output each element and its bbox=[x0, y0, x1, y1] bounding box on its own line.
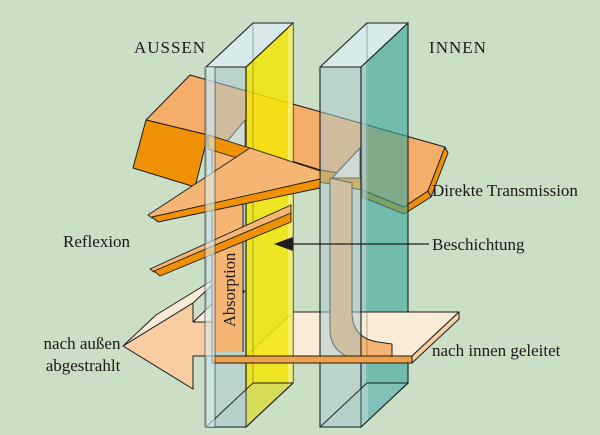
beam-end-face-tip bbox=[427, 146, 449, 198]
label-reflexion: Reflexion bbox=[63, 232, 131, 251]
inward-slab-front-edging bbox=[211, 355, 413, 364]
inner-pane-bottom-face bbox=[319, 382, 409, 428]
outer-pane-top-face bbox=[205, 22, 294, 68]
label-nach-aussen-line1: nach außen bbox=[44, 334, 121, 353]
label-direkte-transmission: Direkte Transmission bbox=[432, 181, 578, 200]
outer-pane-edge-strip-fill bbox=[205, 67, 215, 427]
glass-wireframe bbox=[252, 23, 368, 383]
label-absorption: Absorption bbox=[220, 253, 239, 327]
label-aussen: AUSSEN bbox=[134, 38, 206, 57]
reflection-wedge-upper-edge bbox=[151, 178, 321, 223]
inner-pane-top-face bbox=[319, 22, 409, 68]
reflection-wedge-upper-body bbox=[147, 147, 321, 219]
label-nach-aussen-line2: abgestrahlt bbox=[46, 356, 121, 375]
inner-pane-teal-face bbox=[360, 21, 409, 429]
reflection-wedge-lower-edge bbox=[153, 212, 292, 277]
coating-pointer bbox=[274, 237, 429, 251]
coating-pointer-arrowhead bbox=[274, 237, 293, 251]
label-innen: INNEN bbox=[429, 38, 487, 57]
outer-pane-edge-strip bbox=[204, 67, 216, 427]
reflection-wedges bbox=[147, 134, 321, 277]
label-beschichtung: Beschichtung bbox=[432, 235, 525, 254]
outer-pane-bottom-face bbox=[205, 382, 294, 428]
diagram-labels: AUSSEN INNEN Direkte Transmission Beschi… bbox=[44, 38, 579, 375]
inner-pane-front-face bbox=[319, 66, 362, 428]
label-nach-innen-geleitet: nach innen geleitet bbox=[432, 341, 561, 360]
